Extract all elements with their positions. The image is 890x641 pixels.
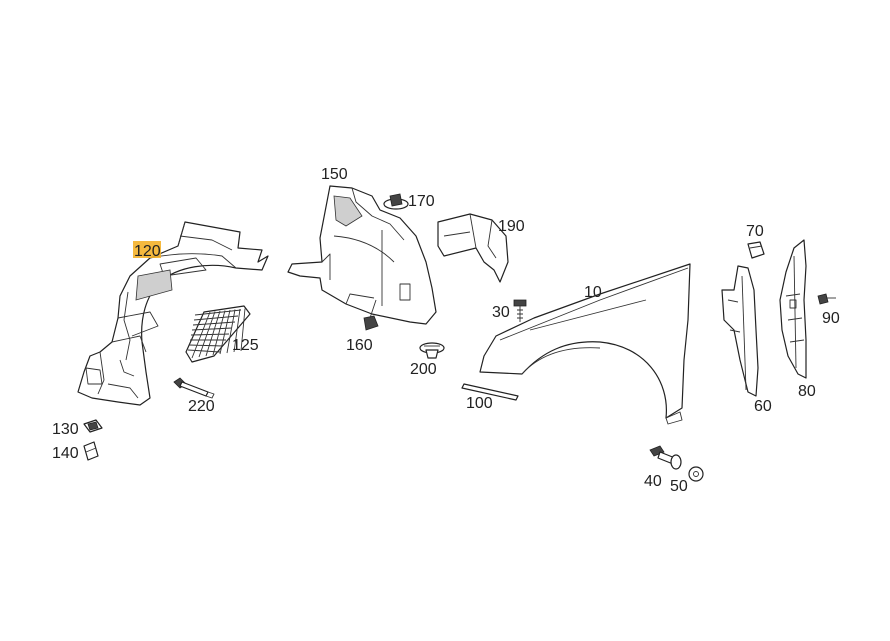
label-100[interactable]: 100 bbox=[466, 395, 493, 412]
label-30[interactable]: 30 bbox=[492, 304, 510, 321]
label-70[interactable]: 70 bbox=[746, 223, 764, 240]
label-150[interactable]: 150 bbox=[321, 166, 348, 183]
clip-70[interactable] bbox=[747, 241, 765, 259]
grille-insert-125[interactable] bbox=[185, 305, 251, 363]
label-50[interactable]: 50 bbox=[670, 478, 688, 495]
label-10[interactable]: 10 bbox=[584, 284, 602, 301]
fender-seal-60[interactable] bbox=[721, 265, 759, 397]
bolt-40[interactable] bbox=[649, 445, 682, 470]
insulation-panel-190[interactable] bbox=[437, 213, 509, 283]
label-130[interactable]: 130 bbox=[52, 421, 79, 438]
highlight-box-120 bbox=[133, 241, 161, 258]
label-120[interactable]: 120 bbox=[134, 243, 161, 260]
label-140[interactable]: 140 bbox=[52, 445, 79, 462]
label-160[interactable]: 160 bbox=[346, 337, 373, 354]
trim-strip-100[interactable] bbox=[461, 383, 519, 401]
screw-30[interactable] bbox=[513, 299, 527, 322]
clip-130[interactable] bbox=[83, 419, 103, 433]
label-80[interactable]: 80 bbox=[798, 383, 816, 400]
label-40[interactable]: 40 bbox=[644, 473, 662, 490]
label-60[interactable]: 60 bbox=[754, 398, 772, 415]
clip-140[interactable] bbox=[83, 441, 99, 461]
expansion-rivet-200[interactable] bbox=[419, 342, 445, 359]
clip-170[interactable] bbox=[383, 193, 409, 210]
label-190[interactable]: 190 bbox=[498, 218, 525, 235]
label-170[interactable]: 170 bbox=[408, 193, 435, 210]
screw-90[interactable] bbox=[817, 293, 836, 305]
label-90[interactable]: 90 bbox=[822, 310, 840, 327]
wheel-arch-liner-120[interactable] bbox=[77, 221, 269, 406]
label-220[interactable]: 220 bbox=[188, 398, 215, 415]
clip-160[interactable] bbox=[363, 299, 379, 331]
washer-50[interactable] bbox=[688, 466, 704, 482]
front-fender-10[interactable] bbox=[479, 263, 691, 425]
rear-wheel-liner-section-150[interactable] bbox=[287, 185, 437, 325]
push-pin-220[interactable] bbox=[173, 377, 215, 399]
label-200[interactable]: 200 bbox=[410, 361, 437, 378]
label-125[interactable]: 125 bbox=[232, 337, 259, 354]
fender-bracket-80[interactable] bbox=[779, 239, 807, 379]
